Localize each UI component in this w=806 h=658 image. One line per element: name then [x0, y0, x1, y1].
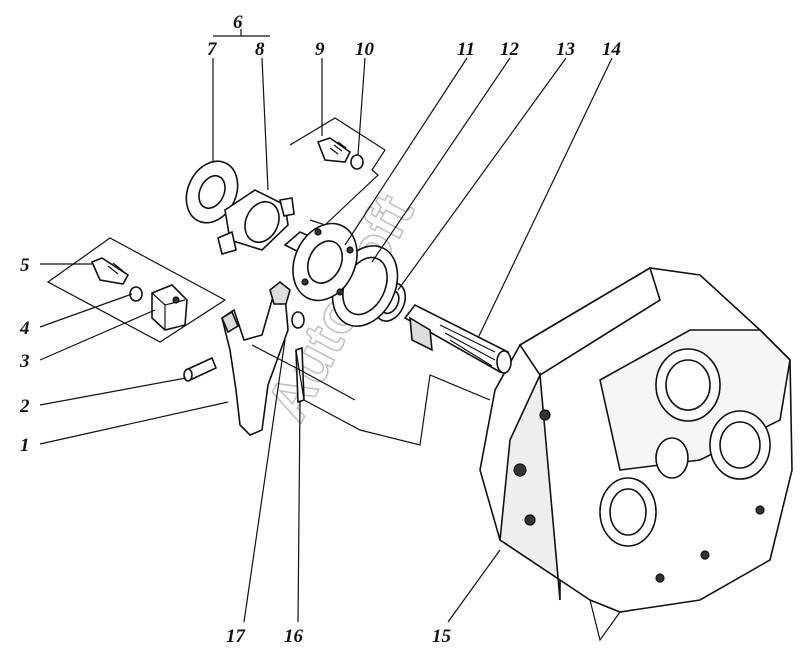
label-9: 9	[315, 39, 325, 60]
label-5: 5	[20, 255, 30, 276]
label-10: 10	[355, 39, 375, 60]
label-7: 7	[207, 39, 218, 60]
bolt-9	[316, 137, 352, 163]
label-1: 1	[20, 435, 30, 456]
label-15: 15	[432, 626, 452, 647]
label-17: 17	[226, 626, 247, 647]
label-14: 14	[602, 39, 621, 60]
cover-11	[283, 222, 358, 302]
bolt-5	[90, 257, 130, 285]
shaft-14	[403, 303, 512, 374]
ring-7	[185, 160, 239, 224]
fork-1	[220, 280, 305, 436]
label-13: 13	[556, 39, 575, 60]
label-6: 6	[233, 12, 243, 33]
housing-15	[479, 266, 793, 642]
label-3: 3	[19, 351, 30, 372]
part-labels: 6 7 8 9 10 11 12 13 14 5 4 3 2 1 17 16 1…	[19, 12, 621, 647]
label-11: 11	[457, 39, 475, 60]
washer-4	[129, 286, 143, 302]
pin-2	[183, 356, 218, 382]
label-12: 12	[500, 39, 520, 60]
block-3	[151, 284, 188, 331]
label-2: 2	[19, 396, 30, 417]
bearing-8	[217, 189, 295, 255]
washer-10	[350, 154, 364, 170]
label-4: 4	[19, 318, 30, 339]
label-16: 16	[284, 626, 304, 647]
label-8: 8	[255, 39, 265, 60]
leader-lines	[39, 57, 613, 623]
assembly-lines	[46, 29, 491, 446]
